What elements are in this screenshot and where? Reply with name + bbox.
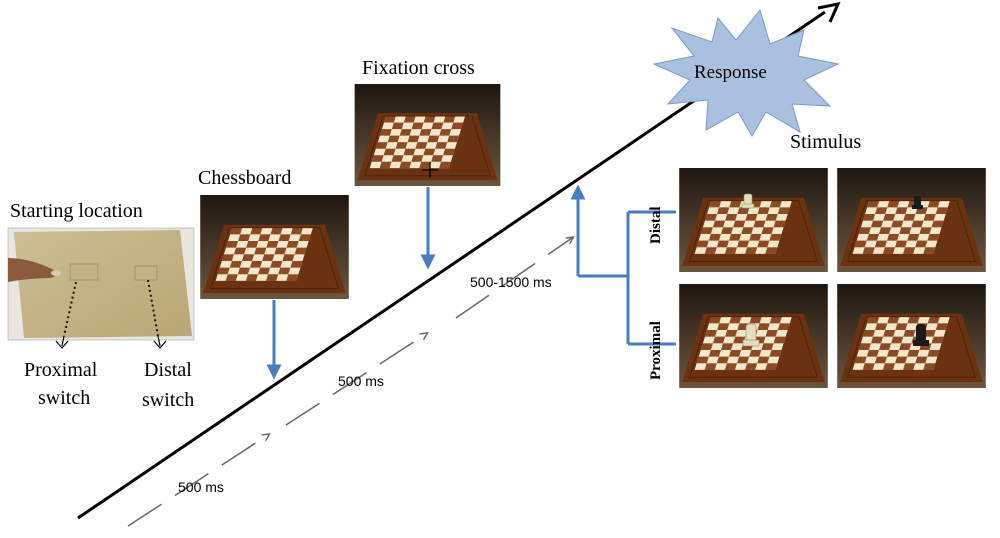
starting-location-title: Starting location: [10, 200, 143, 222]
stimulus-distal-black: [837, 168, 986, 272]
time-axis-arrowhead: [817, 1, 841, 23]
duration-arrow-3: [455, 238, 572, 319]
distal-switch-label-line1: Distal: [144, 359, 192, 381]
duration-arrow-2: [285, 334, 426, 426]
stimulus-distal-white: [679, 168, 828, 272]
duration-label-2: 500 ms: [338, 373, 384, 389]
proximal-condition-label: Proximal: [648, 321, 664, 380]
stimulus-title: Stimulus: [790, 131, 861, 153]
fixation-cross-image: [355, 84, 501, 186]
proximal-switch-label-line2: switch: [38, 387, 90, 409]
fixation-cross-title: Fixation cross: [362, 57, 475, 79]
stimulus-proximal-black: [837, 284, 986, 388]
response-burst: [652, 8, 840, 137]
distal-switch-pointer: [153, 335, 167, 349]
proximal-switch-label-line1: Proximal: [24, 359, 98, 381]
black-piece-proximal: [913, 324, 929, 346]
chessboard-title: Chessboard: [198, 167, 291, 189]
chessboard-image: [200, 195, 349, 299]
starting-location-photo: [7, 227, 195, 341]
white-piece-distal: [741, 193, 755, 209]
duration-label-1: 500 ms: [178, 479, 224, 495]
duration-arrow-1: [127, 435, 268, 527]
white-piece-proximal: [742, 323, 760, 347]
duration-label-3: 500-1500 ms: [470, 274, 552, 290]
distal-switch-label-line2: switch: [142, 389, 194, 411]
proximal-switch-pointer: [55, 335, 69, 349]
black-piece-distal: [912, 196, 923, 209]
distal-condition-label: Distal: [648, 207, 664, 245]
response-label: Response: [694, 62, 767, 83]
fixation-cross-mark: [422, 162, 438, 178]
stimulus-bracket: [570, 184, 676, 346]
